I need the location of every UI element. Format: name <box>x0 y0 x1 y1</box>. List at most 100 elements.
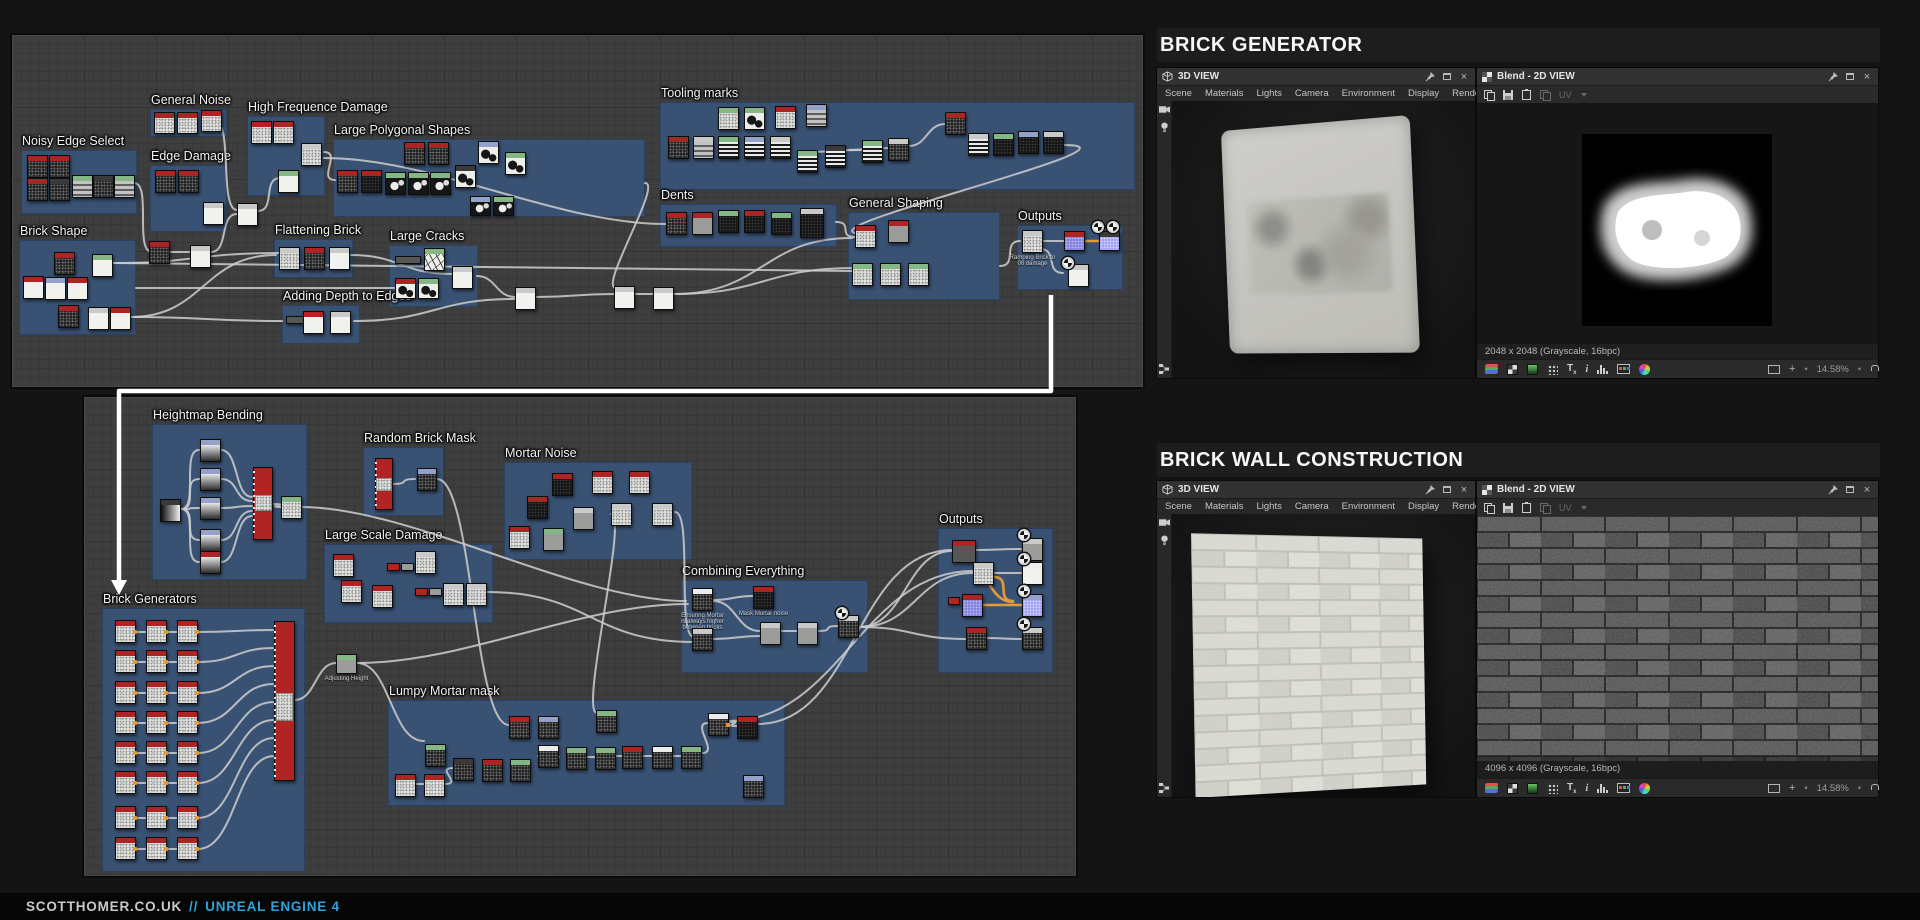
close-icon[interactable]: × <box>1460 70 1468 83</box>
graph-node[interactable] <box>1022 562 1043 585</box>
graph-node[interactable] <box>880 263 901 286</box>
graph-node[interactable] <box>681 746 702 769</box>
graph-node[interactable] <box>333 554 354 577</box>
graph-node[interactable] <box>237 203 258 226</box>
graph-node[interactable] <box>737 716 758 739</box>
graph-node[interactable] <box>177 837 199 860</box>
graph-node[interactable] <box>115 837 137 860</box>
graph-node[interactable] <box>948 597 960 605</box>
graph-node[interactable] <box>67 277 88 300</box>
graph-node[interactable] <box>177 620 199 643</box>
graph-node[interactable] <box>385 172 406 195</box>
graph-node[interactable] <box>401 563 414 571</box>
graph-node[interactable] <box>509 716 530 739</box>
gradient-icon[interactable] <box>1527 782 1538 794</box>
maximize-icon[interactable] <box>1844 71 1856 83</box>
graph-node[interactable] <box>417 468 437 491</box>
graph-node[interactable] <box>115 771 137 794</box>
graph-node[interactable] <box>466 583 487 606</box>
graph-node[interactable] <box>452 266 473 289</box>
graph-node[interactable] <box>552 473 573 496</box>
menu-item-camera[interactable]: Camera <box>1294 88 1329 99</box>
graph-node[interactable] <box>177 681 199 704</box>
graph-node[interactable] <box>968 133 989 156</box>
graph-node[interactable] <box>341 580 362 603</box>
viewport-3d-bottom[interactable] <box>1157 514 1475 797</box>
maximize-icon[interactable] <box>1441 71 1453 83</box>
graph-node[interactable] <box>177 711 199 734</box>
graph-node[interactable] <box>424 774 445 797</box>
graph-node[interactable] <box>515 287 536 310</box>
graph-node[interactable] <box>692 212 713 235</box>
graph-node[interactable] <box>115 711 137 734</box>
graph-node[interactable] <box>668 136 689 159</box>
graph-node[interactable] <box>424 248 445 271</box>
output-node-icon[interactable] <box>1062 257 1074 269</box>
graph-node[interactable] <box>744 210 765 233</box>
histogram-icon[interactable] <box>1597 783 1609 793</box>
graph-node[interactable] <box>203 202 224 225</box>
panel-header[interactable]: 3D VIEW × <box>1157 68 1475 86</box>
menu-item-display[interactable]: Display <box>1407 88 1440 99</box>
graph-node[interactable] <box>160 499 181 522</box>
graph-node[interactable] <box>428 142 449 165</box>
graph-node[interactable] <box>201 110 222 132</box>
maximize-icon[interactable] <box>1441 484 1453 496</box>
graph-node[interactable] <box>146 741 168 764</box>
graph-node[interactable] <box>395 278 416 299</box>
menu-item-lights[interactable]: Lights <box>1256 88 1282 99</box>
graph-node[interactable] <box>708 713 730 736</box>
graph-node[interactable] <box>592 471 613 494</box>
graph-node[interactable] <box>538 745 559 768</box>
graph-node[interactable] <box>482 759 503 782</box>
output-node-icon[interactable] <box>1018 529 1030 541</box>
output-node-icon[interactable] <box>836 607 848 619</box>
uv-mode-label[interactable]: UV <box>1559 89 1572 100</box>
graph-node[interactable] <box>718 107 739 130</box>
graph-node[interactable] <box>1099 231 1120 251</box>
graph-node[interactable] <box>404 142 425 165</box>
graph-node[interactable] <box>278 170 299 193</box>
menu-item-camera[interactable]: Camera <box>1294 501 1329 512</box>
graph-node[interactable] <box>330 311 351 334</box>
graph-node[interactable] <box>273 121 294 144</box>
graph-node[interactable] <box>505 152 526 175</box>
graph-node[interactable] <box>177 806 199 829</box>
copy-image-icon[interactable] <box>1484 89 1495 101</box>
gradient-icon[interactable] <box>1527 363 1538 375</box>
center-view-icon[interactable]: + <box>1789 362 1796 375</box>
camera-icon[interactable] <box>1158 105 1170 114</box>
graph-node[interactable] <box>149 241 170 264</box>
graph-node[interactable] <box>744 136 765 159</box>
camera-icon[interactable] <box>1158 518 1170 527</box>
graph-node[interactable] <box>200 439 221 462</box>
menu-item-materials[interactable]: Materials <box>1204 501 1244 512</box>
graph-node[interactable] <box>49 155 70 178</box>
graph-node[interactable] <box>596 710 617 733</box>
graph-node[interactable] <box>693 136 714 159</box>
graph-node[interactable] <box>1022 627 1043 650</box>
zoom-out-icon[interactable]: • <box>1804 783 1808 793</box>
graph-node[interactable] <box>23 276 44 299</box>
graph-node[interactable] <box>493 196 514 216</box>
fit-view-icon[interactable] <box>1768 364 1781 374</box>
graph-node[interactable] <box>58 305 79 328</box>
graph-node[interactable] <box>114 175 135 198</box>
menu-item-materials[interactable]: Materials <box>1204 88 1244 99</box>
transform-icon[interactable]: Tx <box>1567 781 1577 795</box>
graph-node[interactable] <box>430 172 451 195</box>
graph-node[interactable] <box>614 286 635 309</box>
graph-node[interactable] <box>304 247 325 270</box>
graph-node[interactable] <box>797 150 818 173</box>
scene-tree-icon[interactable] <box>1158 783 1170 793</box>
graph-node[interactable] <box>1022 230 1043 253</box>
graph-node[interactable] <box>993 133 1014 156</box>
graph-node[interactable] <box>200 551 221 574</box>
graph-node[interactable] <box>973 562 994 585</box>
graph-node[interactable] <box>336 654 357 674</box>
graph-node[interactable] <box>652 746 673 769</box>
graph-node[interactable] <box>478 141 499 164</box>
menu-item-scene[interactable]: Scene <box>1165 88 1192 99</box>
pin-icon[interactable] <box>1424 484 1436 496</box>
graph-node[interactable] <box>510 759 531 782</box>
